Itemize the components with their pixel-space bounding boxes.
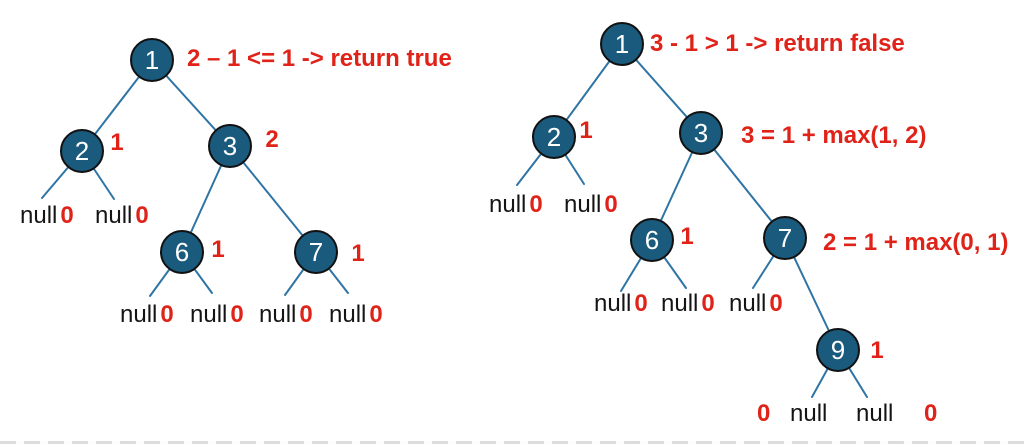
right-tree-height-node-2: 1	[579, 117, 593, 144]
null-leaf: null 0	[729, 289, 783, 319]
left-tree-node-3: 3	[208, 124, 252, 168]
left-tree-height-node-3: 2	[265, 126, 279, 153]
right-tree-height-node-9: 1	[870, 337, 884, 364]
null-height-label: 0	[160, 301, 174, 328]
null-leaf: null 0	[120, 300, 174, 330]
bottom-divider	[0, 441, 1024, 444]
null-label: null	[120, 301, 158, 328]
null-label: null	[564, 191, 602, 218]
right-tree-node-2: 2	[532, 115, 576, 159]
null-leaf: null 0	[95, 201, 149, 231]
right-tree-node-1: 1	[600, 22, 644, 66]
null-label: null	[729, 290, 767, 317]
left-tree-node-2: 2	[60, 129, 104, 173]
right-tree-node-3: 3	[679, 111, 723, 155]
null-label: null	[790, 400, 828, 427]
left-tree-height-node-7: 1	[351, 240, 365, 267]
right-tree-root-annotation: 3 - 1 > 1 -> return false	[650, 30, 905, 57]
right-tree-node7-annotation: 2 = 1 + max(0, 1)	[823, 229, 1009, 256]
left-tree-node-7: 7	[294, 230, 338, 274]
right-tree-node-9: 9	[816, 328, 860, 372]
left-tree-node-1: 1	[130, 38, 174, 82]
null-height-label: 0	[701, 290, 715, 317]
null-leaf: null 0	[594, 289, 648, 319]
null-label: null	[259, 301, 297, 328]
null-height-label: 0	[135, 202, 149, 229]
null-label: null	[95, 202, 133, 229]
null-leaf: null 0	[564, 190, 618, 220]
null-label: null	[20, 202, 58, 229]
null-height-label: 0	[604, 191, 618, 218]
null-height-label: 0	[757, 400, 771, 427]
null-label: null	[661, 290, 699, 317]
left-tree-node-6: 6	[160, 230, 204, 274]
null-height-label: 0	[230, 301, 244, 328]
null-leaf: null 0	[20, 201, 74, 231]
null-label: null	[594, 290, 632, 317]
right-tree-height-node-6: 1	[680, 223, 694, 250]
null-leaf: null 0	[259, 300, 313, 330]
null-label: null	[190, 301, 228, 328]
null-height-label: 0	[769, 290, 783, 317]
null-height-label: 0	[60, 202, 74, 229]
null-leaf: null 0	[329, 300, 383, 330]
left-tree-height-node-2: 1	[110, 129, 124, 156]
null-height-label: 0	[369, 301, 383, 328]
left-tree-height-node-6: 1	[211, 236, 225, 263]
right-tree-node3-annotation: 3 = 1 + max(1, 2)	[741, 122, 927, 149]
null-height-label: 0	[529, 191, 543, 218]
null-leaf: null 0	[489, 190, 543, 220]
null-leaf: null 0	[661, 289, 715, 319]
null-label: null	[329, 301, 367, 328]
null-height-label: 0	[299, 301, 313, 328]
null-label: null	[489, 191, 527, 218]
null-height-label: 0	[924, 400, 938, 427]
right-tree-node-6: 6	[630, 218, 674, 262]
null-leaf: null 0	[190, 300, 244, 330]
null-label: null	[856, 400, 894, 427]
left-tree-root-annotation: 2 – 1 <= 1 -> return true	[187, 45, 452, 72]
null-height-label: 0	[634, 290, 648, 317]
right-tree-node-7: 7	[763, 216, 807, 260]
